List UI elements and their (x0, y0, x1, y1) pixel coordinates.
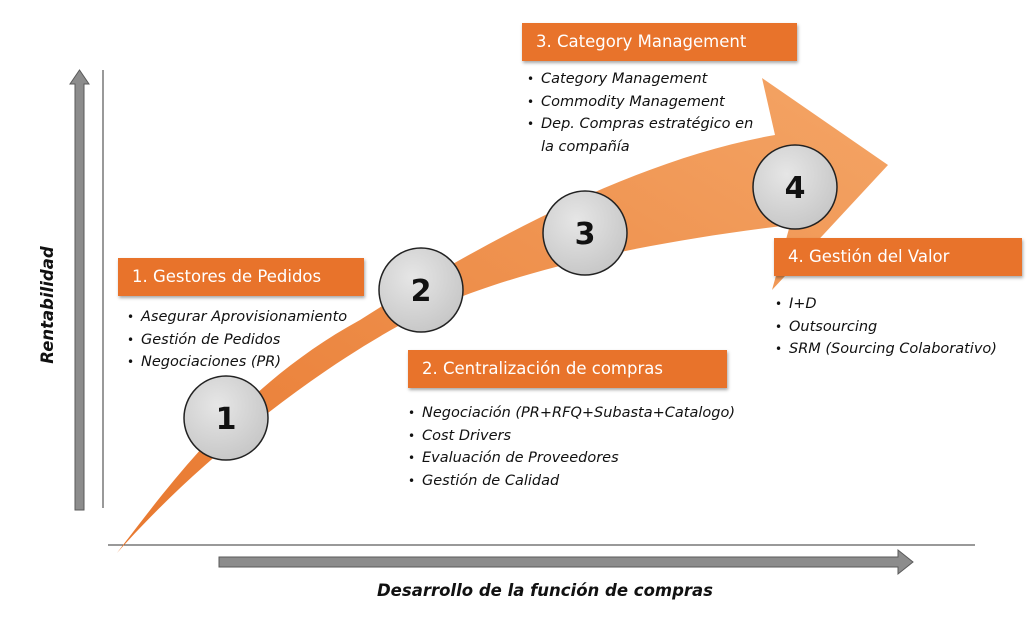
list-item: Commodity Management (527, 91, 753, 114)
list-item: Gestión de Calidad (408, 470, 735, 493)
x-axis-label: Desarrollo de la función de compras (377, 581, 713, 600)
step-circle-3: 3 (542, 190, 628, 276)
list-item: Negociaciones (PR) (127, 351, 347, 374)
stage-1-title: 1. Gestores de Pedidos (118, 258, 364, 296)
list-item: I+D (775, 293, 997, 316)
list-item: Cost Drivers (408, 425, 735, 448)
list-item: Evaluación de Proveedores (408, 447, 735, 470)
step-circle-4: 4 (752, 144, 838, 230)
list-item: Asegurar Aprovisionamiento (127, 306, 347, 329)
growth-arrow (117, 78, 888, 553)
stage-2-list: Negociación (PR+RFQ+Subasta+Catalogo) Co… (408, 402, 735, 492)
step-number: 1 (216, 402, 237, 437)
stage-4-title: 4. Gestión del Valor (774, 238, 1022, 276)
step-circle-1: 1 (183, 375, 269, 461)
y-axis-arrow (69, 69, 90, 511)
list-item: SRM (Sourcing Colaborativo) (775, 338, 997, 361)
list-item: Outsourcing (775, 316, 997, 339)
step-number: 3 (575, 217, 596, 252)
list-item: Dep. Compras estratégico en (527, 113, 753, 136)
list-item: Category Management (527, 68, 753, 91)
stage-3-list: Category Management Commodity Management… (527, 68, 753, 158)
stage-1-list: Asegurar Aprovisionamiento Gestión de Pe… (127, 306, 347, 374)
stage-3-title: 3. Category Management (522, 23, 797, 61)
stage-2-title: 2. Centralización de compras (408, 350, 727, 388)
x-axis-arrow (218, 548, 914, 576)
step-number: 4 (785, 171, 806, 206)
stage-4-list: I+D Outsourcing SRM (Sourcing Colaborati… (775, 293, 997, 361)
step-circle-2: 2 (378, 247, 464, 333)
list-item: Gestión de Pedidos (127, 329, 347, 352)
list-item-continuation: la compañía (541, 138, 630, 155)
list-item: Negociación (PR+RFQ+Subasta+Catalogo) (408, 402, 735, 425)
y-axis-label: Rentabilidad (38, 246, 57, 364)
step-number: 2 (411, 274, 432, 309)
